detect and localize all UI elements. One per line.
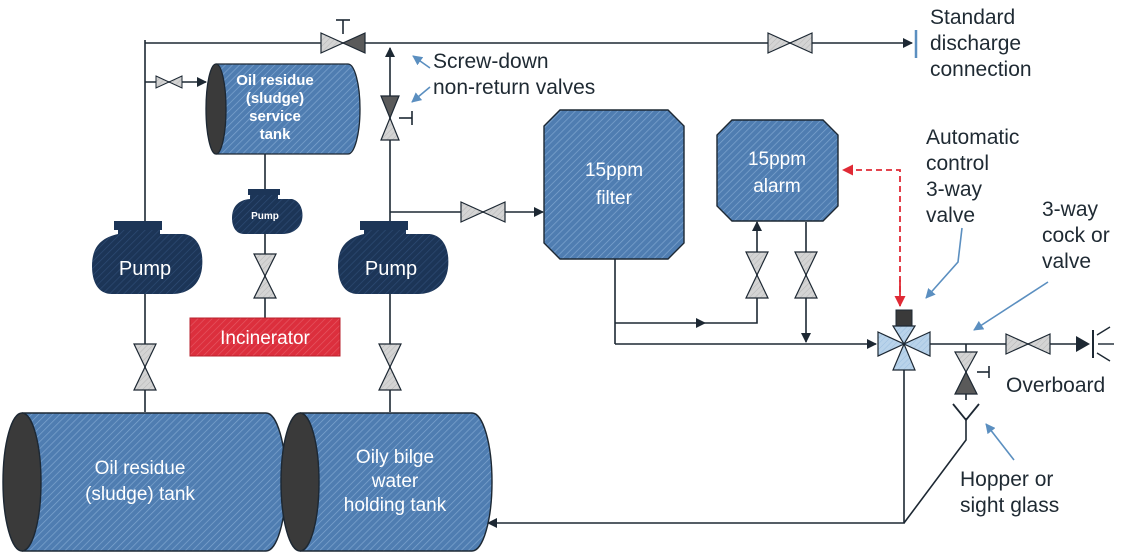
pointer-3way-cock [973,281,1049,331]
overboard-label: Overboard [1006,374,1105,397]
pointer-screw-down-top [412,55,431,69]
valve-service-tank-inlet [155,75,183,89]
pipe-sample-2 [705,221,762,324]
pump-small-label: Pump [251,211,279,222]
label-text: sight glass [960,494,1059,517]
sludge-tank-label-line1: Oil residue [95,458,186,479]
3way-cock-label: 3-way cock or valve [1042,198,1110,273]
service-tank-label-line1: Oil residue [236,72,314,89]
valve-alarm-sample-in [745,251,769,299]
pointer-hopper [985,423,1015,461]
valve-left-suction [133,343,157,391]
bilge-tank-label-line1: Oily bilge [356,447,434,468]
label-text: Standard [930,6,1015,29]
service-tank-label-line3: service [249,108,301,125]
sludge-service-tank: Oil residue (sludge) service tank [205,63,361,155]
valve-top-header-stop [320,19,366,54]
label-text: Automatic [926,126,1019,149]
alarm-label-line1: 15ppm [748,149,806,170]
screw-down-label: Screw-down non-return valves [433,50,595,99]
filter-label-line2: filter [596,188,633,209]
pump-right-label: Pump [365,258,417,280]
bilge-tank-label-line3: holding tank [344,495,447,516]
valve-discharge-line [767,32,813,54]
pipe-hopper-drain [903,418,967,524]
label-text: connection [930,58,1032,81]
valve-filter-inlet [460,201,506,223]
15ppm-filter: 15ppm filter [543,109,685,260]
filter-label-line1: 15ppm [585,160,643,181]
hopper-label: Hopper or sight glass [960,468,1059,517]
label-text: valve [1042,250,1091,273]
incinerator-label: Incinerator [220,328,310,349]
label-text: Screw-down [433,50,549,73]
alarm-label-line2: alarm [753,176,801,197]
pipe-return-to-bilge [487,358,905,528]
label-text: control [926,152,989,175]
pump-right: Pump [338,221,449,294]
pump-small: Pump [232,189,303,234]
oil-residue-sludge-tank: Oil residue (sludge) tank [2,412,287,552]
3way-cock-valve [953,351,990,395]
15ppm-alarm: 15ppm alarm [716,119,839,222]
valve-alarm-sample-out [794,251,818,299]
label-text: 3-way [926,178,983,201]
label-text: non-return valves [433,76,595,99]
pump-left: Pump [92,221,203,294]
pointer-automatic-valve [925,227,963,299]
label-text: discharge [930,32,1021,55]
automatic-3way-valve [877,309,931,371]
service-tank-label-line4: tank [260,126,292,143]
valve-overboard [1005,333,1051,355]
valve-incinerator-feed [253,253,277,299]
hopper-sight-glass [952,403,980,422]
bilge-tank-label-line2: water [371,471,419,492]
label-text: cock or [1042,224,1110,247]
label-text: Hopper or [960,468,1053,491]
oily-bilge-water-holding-tank: Oily bilge water holding tank [280,412,493,552]
pointer-screw-down-bottom [411,86,431,103]
label-text: valve [926,204,975,227]
label-text: 3-way [1042,198,1099,221]
valve-right-suction [378,343,402,391]
standard-discharge-label: Standard discharge connection [930,6,1032,81]
automatic-valve-label: Automatic control 3-way valve [926,126,1019,227]
service-tank-label-line2: (sludge) [246,90,304,107]
alarm-control-signal-line [842,164,901,302]
sludge-tank-label-line2: (sludge) tank [85,484,195,505]
screw-down-non-return-valve [380,95,413,141]
pump-left-label: Pump [119,258,171,280]
incinerator: Incinerator [189,317,341,357]
overboard-outlet-icon [1076,326,1114,362]
